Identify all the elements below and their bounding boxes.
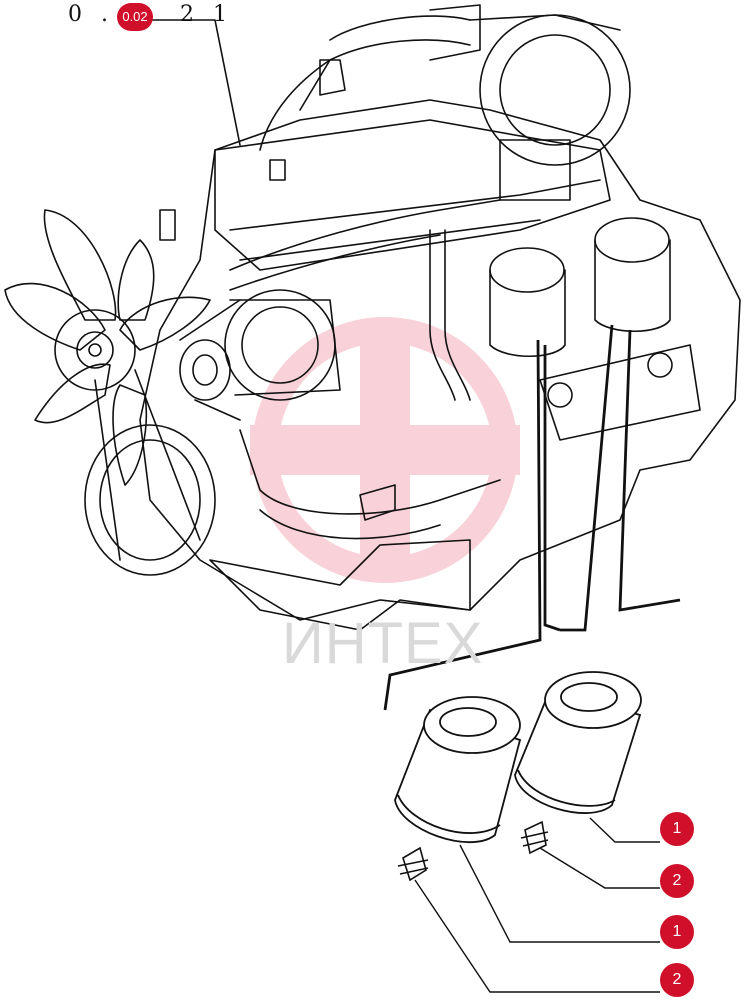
belt-drive [84, 299, 241, 576]
filter-nipple-right [520, 820, 549, 855]
reference-prefix: 0 . [68, 2, 114, 27]
oil-filter-exploded-left [394, 696, 522, 844]
cylinder-head [214, 119, 611, 271]
reference-number: 0 . 2 1 [68, 2, 233, 27]
reference-badge[interactable]: 0.02 [117, 3, 153, 31]
filter-nipple-left [397, 846, 429, 882]
reference-suffix: 2 1 [179, 2, 233, 27]
coolant-pipe [239, 429, 501, 540]
turbocharger [429, 4, 631, 201]
intake-pipe [299, 15, 471, 111]
installed-filters [489, 217, 671, 358]
callout-1-upper[interactable]: 1 [660, 812, 694, 846]
oil-pan [209, 539, 471, 631]
callout-2-lower[interactable]: 2 [660, 963, 694, 997]
engine-block [139, 99, 741, 621]
cooling-fan [4, 209, 211, 486]
oil-filter-exploded-right [514, 671, 642, 814]
callout-1-lower[interactable]: 1 [660, 915, 694, 949]
reference-leader-line [149, 19, 241, 146]
watermark-text: ИНТЕХ [282, 611, 484, 676]
callout-leaders [414, 817, 660, 993]
callout-2-upper[interactable]: 2 [660, 864, 694, 898]
watermark-logo [250, 317, 520, 583]
guide-lines [383, 324, 681, 711]
alternator [224, 289, 341, 401]
